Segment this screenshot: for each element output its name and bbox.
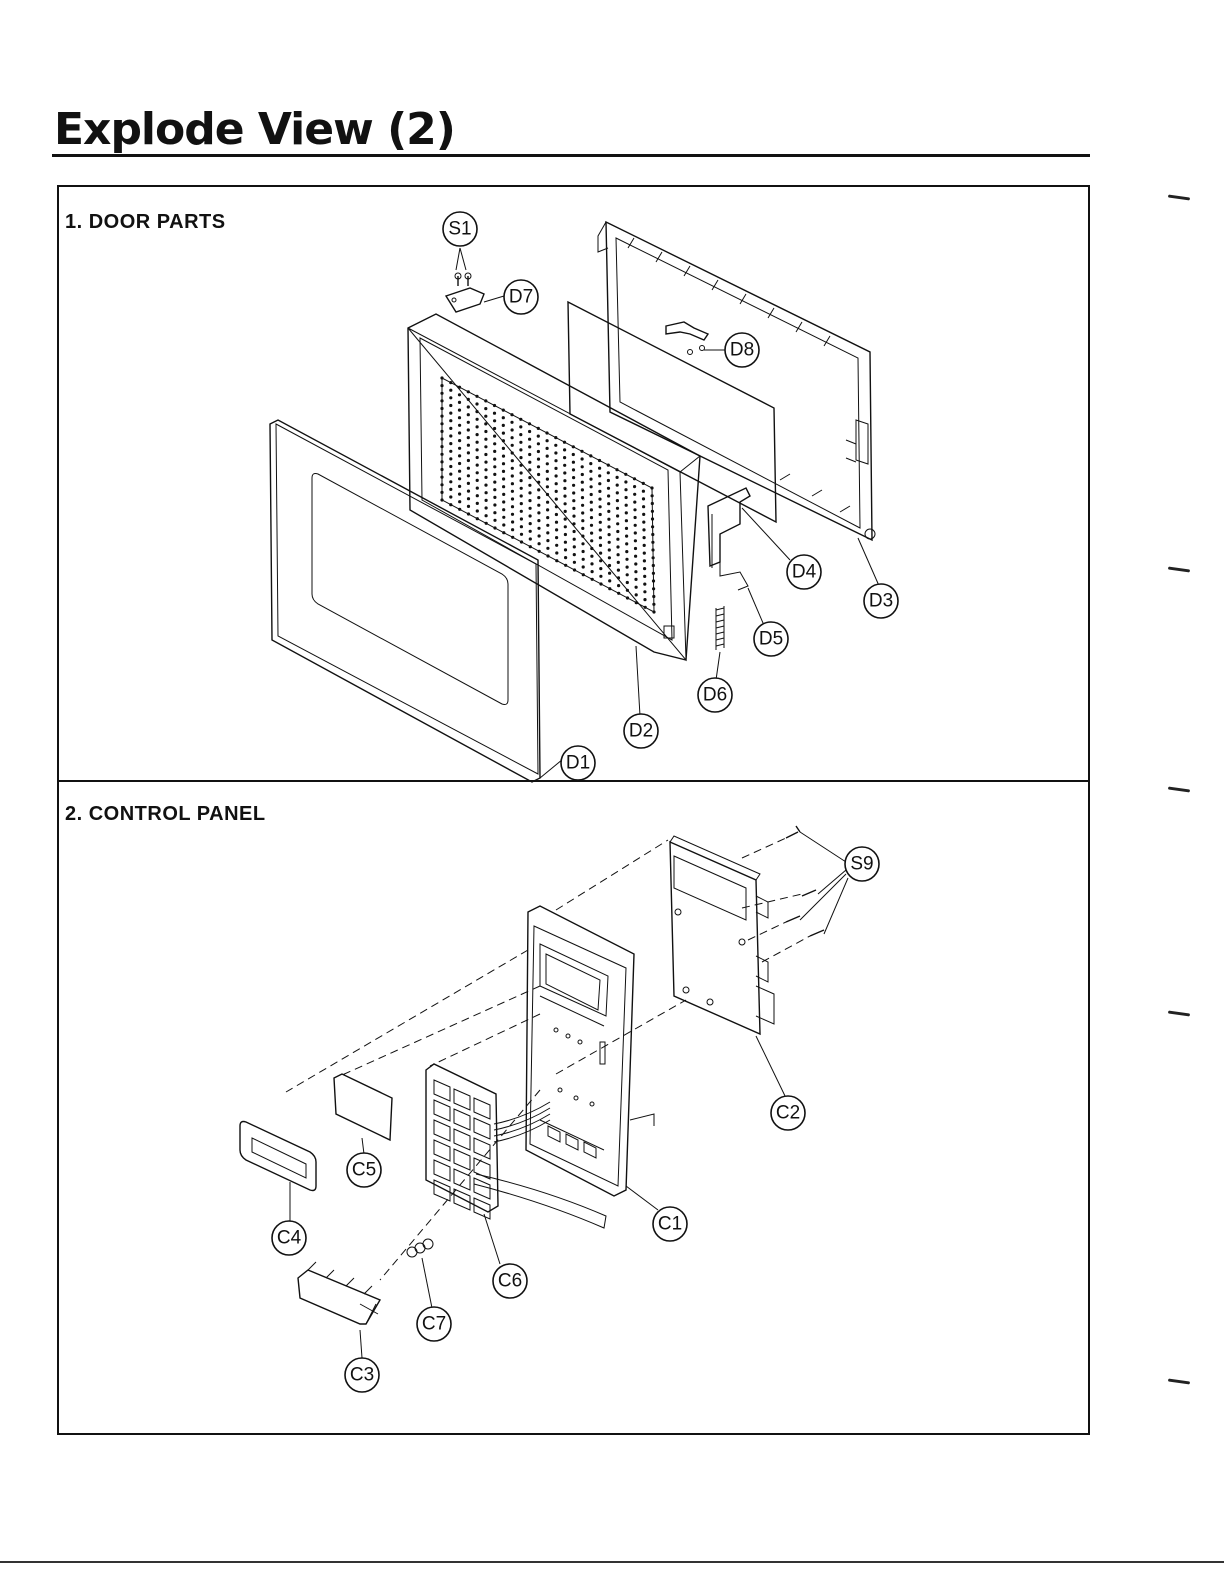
svg-text:C4: C4 <box>277 1228 302 1249</box>
svg-text:C5: C5 <box>352 1160 376 1181</box>
pcb-screw-part <box>785 825 825 937</box>
svg-text:S9: S9 <box>850 854 873 875</box>
callout-s9: S9 <box>844 846 880 882</box>
door-spring-part <box>715 606 725 650</box>
door-parts-heading: 1. DOOR PARTS <box>65 211 226 233</box>
svg-text:C7: C7 <box>422 1314 446 1335</box>
callout-d6: D6 <box>697 677 733 713</box>
window-frame-part <box>239 1120 317 1192</box>
door-button-part <box>297 1261 382 1325</box>
hinge-plate-part <box>444 287 485 313</box>
door-glass-part <box>269 419 541 783</box>
callout-d2: D2 <box>623 713 659 749</box>
door-frame-part <box>597 220 876 542</box>
svg-text:C1: C1 <box>658 1214 682 1235</box>
page-title: Explode View (2) <box>54 104 456 155</box>
svg-text:D8: D8 <box>730 340 754 361</box>
callout-s1: S1 <box>442 211 478 247</box>
callout-d3: D3 <box>863 583 899 619</box>
door-screw-part <box>454 272 472 286</box>
svg-text:D7: D7 <box>509 287 533 308</box>
callout-c2: C2 <box>770 1095 806 1131</box>
callout-d5: D5 <box>753 621 789 657</box>
callout-c6: C6 <box>492 1263 528 1299</box>
latch-bracket-part <box>665 321 710 355</box>
title-underline <box>52 154 1090 157</box>
callout-c5: C5 <box>346 1152 382 1188</box>
control-panel-frame-part <box>525 905 655 1197</box>
svg-text:C3: C3 <box>350 1365 374 1386</box>
membrane-keypad-part <box>425 1063 607 1229</box>
svg-text:C6: C6 <box>498 1271 522 1292</box>
callout-c1: C1 <box>652 1206 688 1242</box>
svg-text:D6: D6 <box>703 685 727 706</box>
callout-d4: D4 <box>786 554 822 590</box>
callout-c4: C4 <box>271 1220 307 1256</box>
section-divider <box>57 780 1090 782</box>
callout-c7: C7 <box>416 1306 452 1342</box>
display-window-part <box>333 1073 393 1142</box>
svg-text:D2: D2 <box>629 721 653 742</box>
control-panel-heading: 2. CONTROL PANEL <box>65 803 266 825</box>
door-hook-part <box>707 487 751 591</box>
spring-set-part <box>406 1238 434 1258</box>
bottom-edge-rule <box>0 1561 1224 1563</box>
choke-cover-part <box>567 300 777 524</box>
diagram-frame <box>57 185 1090 1435</box>
callout-c3: C3 <box>344 1357 380 1393</box>
svg-text:C2: C2 <box>776 1103 800 1124</box>
svg-text:D3: D3 <box>869 591 893 612</box>
door-screen-perforation <box>440 376 656 614</box>
callout-d8: D8 <box>724 332 760 368</box>
svg-text:D4: D4 <box>792 562 817 583</box>
svg-text:D1: D1 <box>566 753 590 774</box>
callout-d1: D1 <box>560 745 596 781</box>
pcb-part <box>669 835 775 1036</box>
svg-text:D5: D5 <box>759 629 783 650</box>
svg-text:S1: S1 <box>448 219 471 240</box>
panel-leader-lines <box>289 831 849 1359</box>
assembly-guide-lines <box>285 837 811 1281</box>
door-assembly-part <box>407 313 701 662</box>
callout-d7: D7 <box>503 279 539 315</box>
